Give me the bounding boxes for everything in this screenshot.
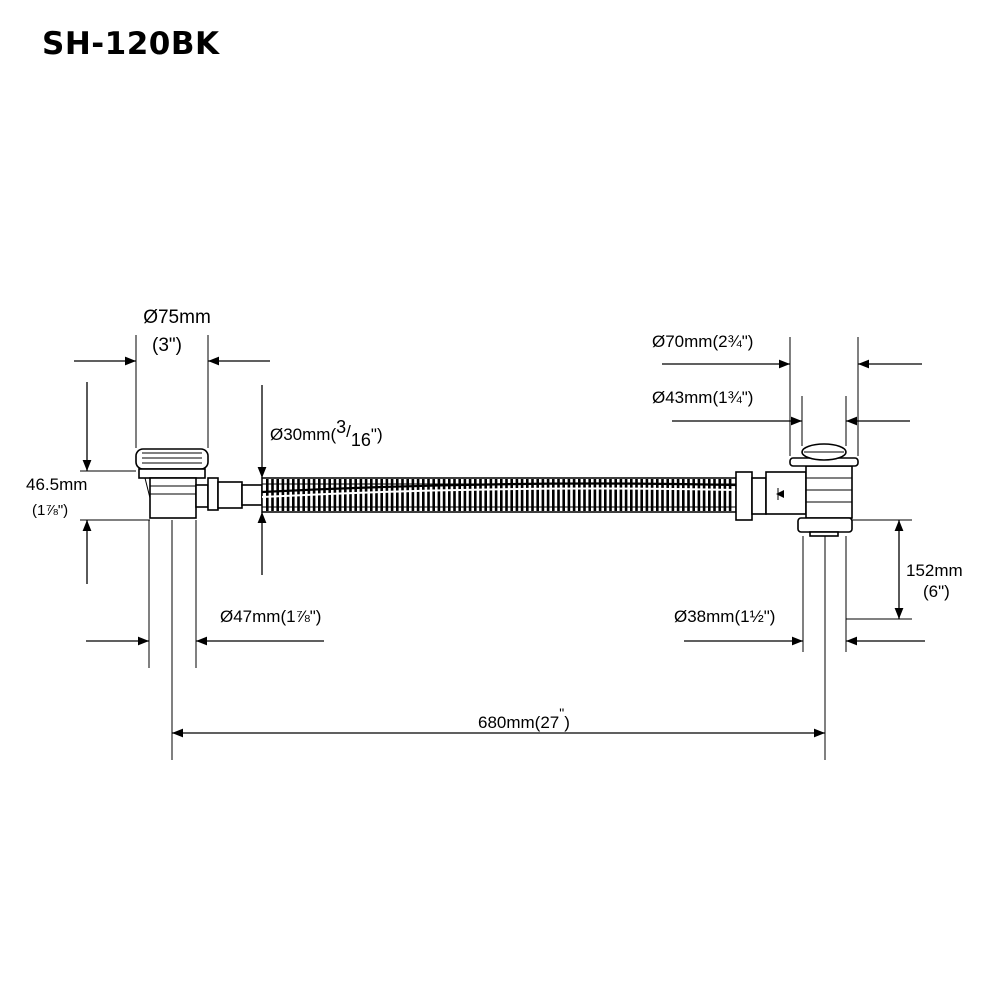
- drain-tail-diameter-label: Ø38mm(1½"): [674, 607, 775, 626]
- drain-outer-diameter-label: Ø70mm(2¾"): [652, 332, 753, 351]
- dimension-lines: [74, 335, 925, 760]
- drain-tail-length-label: 152mm: [906, 561, 963, 580]
- overflow-diameter-imperial-label: (3"): [152, 335, 182, 356]
- flexible-hose: [261, 477, 737, 513]
- overflow-tail-diameter-label: Ø47mm(1⅞"): [220, 607, 321, 626]
- overflow-diameter-label: Ø75mm: [143, 307, 211, 328]
- overflow-height-imperial-label: (1⅞"): [32, 502, 68, 519]
- drain-assembly: [735, 443, 859, 537]
- overall-length-label: 680mm(27"): [478, 705, 570, 732]
- overflow-assembly: [135, 448, 263, 519]
- hose-diameter-label: Ø30mm(3/16"): [270, 417, 383, 450]
- overflow-height-label: 46.5mm: [26, 475, 87, 494]
- product-model-title: SH-120BK: [42, 26, 220, 62]
- drain-tail-length-imperial-label: (6"): [923, 582, 950, 601]
- drain-inner-diameter-label: Ø43mm(1¾"): [652, 388, 753, 407]
